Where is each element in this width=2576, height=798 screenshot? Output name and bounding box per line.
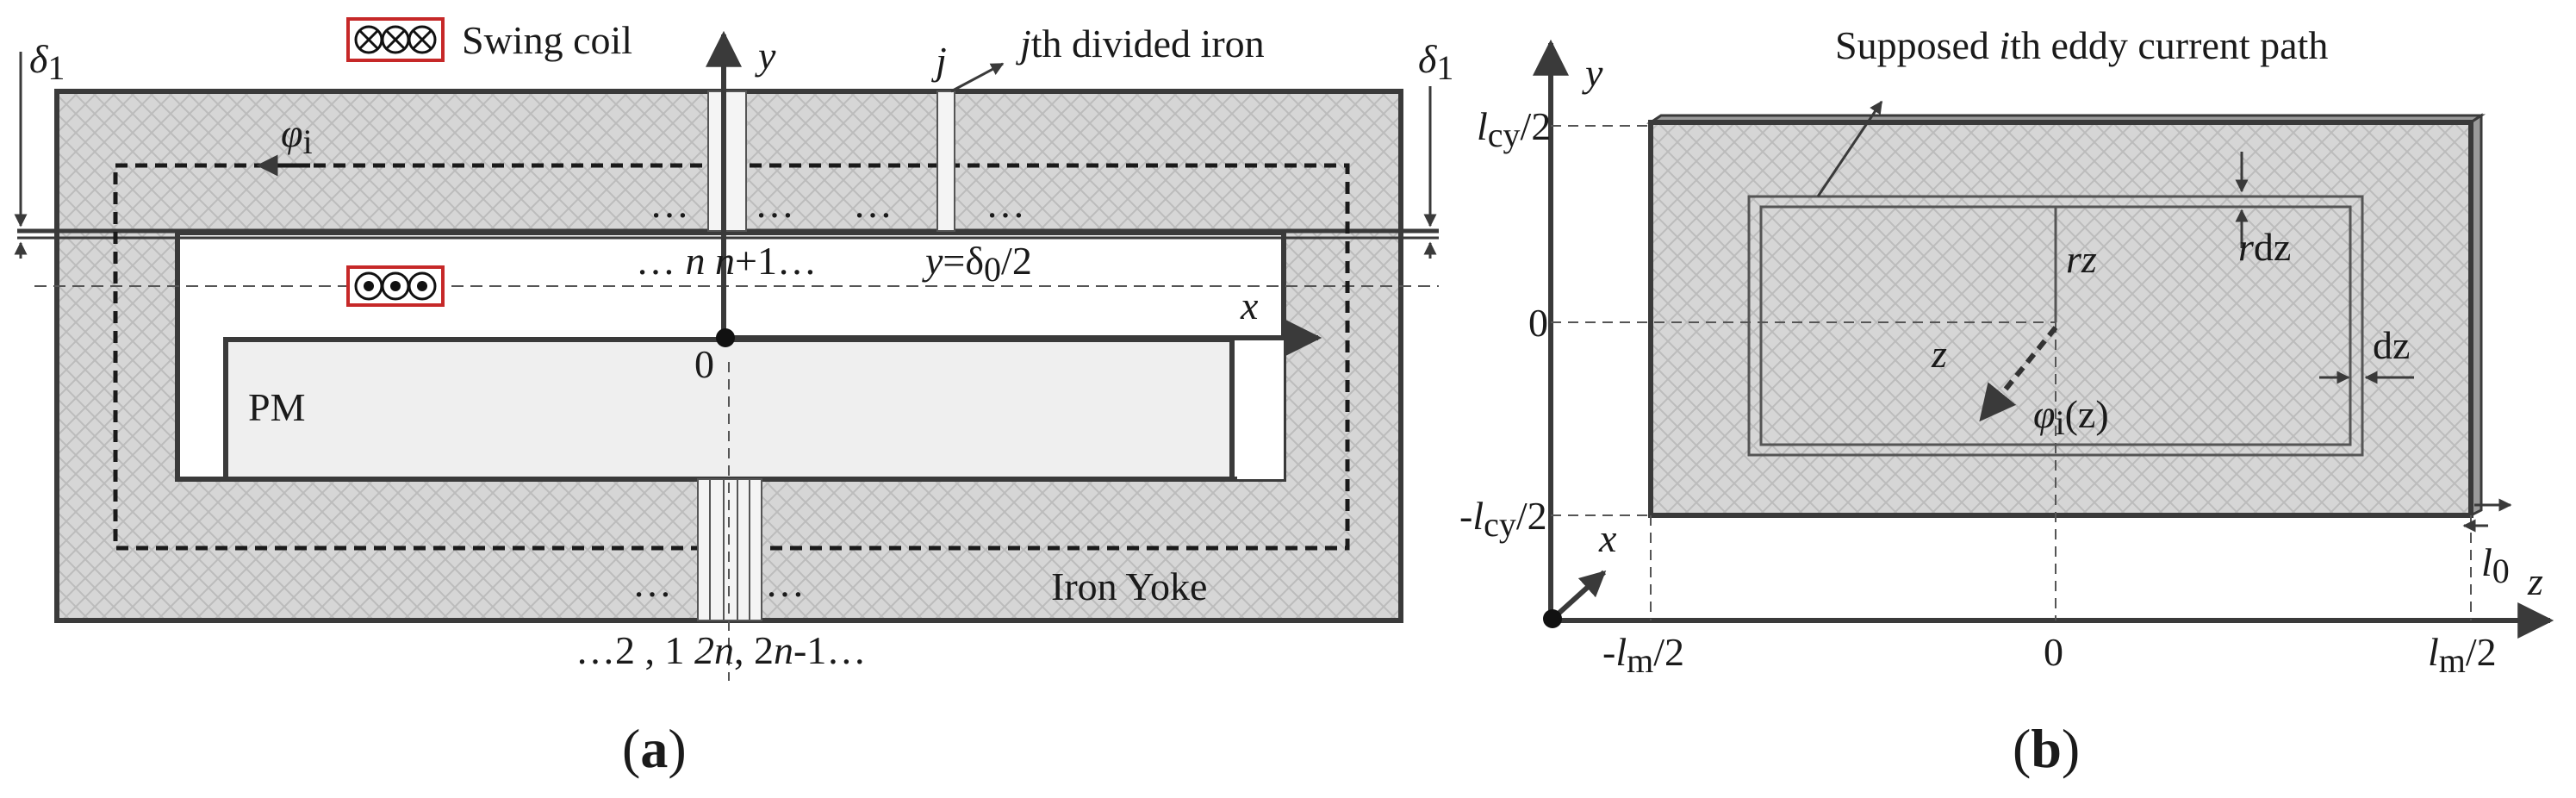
slot-index-label: … n n+1… bbox=[636, 239, 817, 283]
x-zero-label: 0 bbox=[2044, 630, 2063, 674]
y-bottom-label: -lcy/2 bbox=[1459, 494, 1547, 544]
y-zero-label: 0 bbox=[1528, 301, 1548, 345]
origin-label: 0 bbox=[694, 342, 714, 386]
air-gap-label: y=δ0/2 bbox=[922, 239, 1032, 289]
divided-iron-slit-1 bbox=[707, 90, 747, 232]
eddy-path-outer bbox=[1747, 195, 2364, 457]
delta-right-label: δ1 bbox=[1418, 37, 1453, 87]
b-z-axis-label: z bbox=[2527, 559, 2543, 603]
eddy-path-label: Supposed ith eddy current path bbox=[1835, 23, 2328, 67]
dots-top-1: … bbox=[650, 182, 689, 226]
panel-b: Supposed ith eddy current path y x z lcy… bbox=[1459, 23, 2554, 779]
iron-block bbox=[1648, 120, 2473, 518]
dots-bottom-left: … bbox=[632, 561, 672, 605]
rz-label: rz bbox=[2066, 237, 2097, 281]
swing-coil-dot-icon bbox=[346, 265, 445, 307]
x-pos-label: lm/2 bbox=[2428, 630, 2497, 680]
dots-top-3: … bbox=[853, 182, 893, 226]
divided-iron-label: jth divided iron bbox=[1016, 22, 1265, 65]
b-x-axis bbox=[1548, 570, 1607, 623]
x-neg-label: -lm/2 bbox=[1602, 630, 1684, 680]
rdz-label: rdz bbox=[2238, 225, 2291, 269]
inner-z-label: z bbox=[1931, 332, 1947, 376]
b-x-axis-label: x bbox=[1598, 516, 1617, 560]
caption-b: (b) bbox=[2013, 718, 2080, 779]
b-y-axis-label: y bbox=[1582, 51, 1603, 95]
caption-a: (a) bbox=[622, 718, 687, 779]
l0-label: l0 bbox=[2481, 540, 2510, 590]
divided-iron-j: j bbox=[931, 39, 947, 83]
dz-label: dz bbox=[2373, 323, 2410, 367]
bottom-sequence-label: …2 , 1 2n, 2n-1… bbox=[576, 628, 866, 672]
j-pointer bbox=[950, 62, 1005, 93]
phi-z-label: φi(z) bbox=[2033, 392, 2109, 442]
x-axis-label: x bbox=[1240, 284, 1259, 327]
y-axis-label: y bbox=[755, 34, 776, 78]
pm-label: PM bbox=[248, 385, 305, 429]
swing-coil-label: Swing coil bbox=[462, 18, 632, 62]
origin-dot bbox=[716, 328, 735, 347]
swing-coil-legend-icon bbox=[346, 17, 445, 62]
cavity-right-gap bbox=[1237, 340, 1284, 479]
phi-label: φi bbox=[281, 111, 313, 161]
dots-top-4: … bbox=[986, 182, 1025, 226]
dots-top-2: … bbox=[755, 182, 794, 226]
divided-iron-slit-j bbox=[936, 90, 955, 232]
delta-left-label: δ1 bbox=[29, 37, 65, 87]
eddy-pointer bbox=[1816, 100, 1883, 197]
phi-arrow bbox=[1979, 326, 2058, 422]
y-top-label: lcy/2 bbox=[1477, 104, 1551, 154]
iron-yoke-label: Iron Yoke bbox=[1051, 564, 1207, 608]
dots-bottom-right: … bbox=[765, 561, 805, 605]
panel-a: Swing coil j jth divided iron δ1 δ1 φi y… bbox=[14, 17, 1453, 779]
b-guides bbox=[1551, 125, 2472, 620]
b-origin-dot bbox=[1543, 609, 1562, 628]
